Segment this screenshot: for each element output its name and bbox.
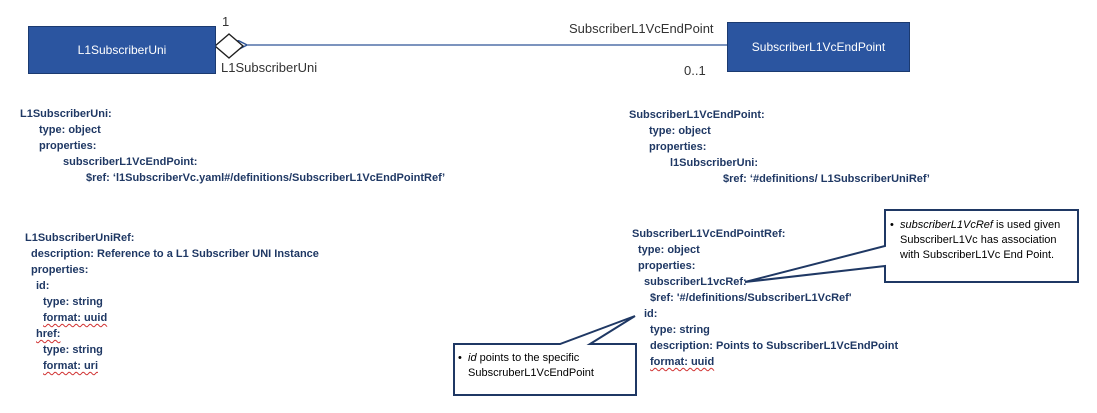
role-label-bottom: L1SubscriberUni [221,60,318,75]
code-line: type: string [43,344,103,356]
bullet-icon: • [890,219,894,231]
class-box-l1subscriberuni: L1SubscriberUni [28,26,216,74]
code-line: $ref: ‘#definitions/ L1SubscriberUniRef’ [723,173,930,185]
code-line: type: string [650,324,710,336]
endpointref-definition-block: SubscriberL1VcEndPointRef: type: object … [632,226,898,370]
multiplicity-right: 0..1 [684,63,706,78]
multiplicity-left: 1 [222,14,230,29]
code-line: properties: [638,260,696,272]
callout-id-note: • id points to the specific SubscruberL1… [458,351,632,381]
callout-text: SubscriberL1Vc has association [900,234,1057,246]
code-line: type: object [649,125,711,137]
callout-text: points to the specific [476,352,580,364]
code-line: format: uuid [43,312,108,324]
class-name: L1SubscriberUni [77,43,167,57]
code-line: L1SubscriberUniRef: [25,232,135,244]
callout-text: with SubscriberL1Vc End Point. [900,249,1055,261]
role-label-top: SubscriberL1VcEndPoint [569,21,714,36]
callout-bullet-item: • id points to the specific SubscruberL1… [458,351,632,381]
code-line: L1SubscriberUni: [20,108,112,120]
code-line: l1SubscriberUni: [670,157,759,169]
callout-id-shape [453,315,637,396]
class-box-subscriberl1vcendpoint: SubscriberL1VcEndPoint [727,22,910,72]
code-line: SubscriberL1VcEndPoint: [629,109,765,121]
code-line: SubscriberL1VcEndPointRef: [632,228,786,240]
code-line: id: [36,280,50,292]
code-line: format: uuid [650,356,715,368]
callout-term: id [468,352,477,364]
code-line: type: object [638,244,700,256]
code-line: description: Reference to a L1 Subscribe… [31,248,319,260]
code-line: properties: [31,264,89,276]
code-line: $ref: ‘l1SubscriberVc.yaml#/definitions/… [86,172,446,184]
code-line: $ref: '#/definitions/SubscriberL1VcRef' [650,292,852,304]
aggregation-diamond [213,33,245,59]
code-line: properties: [39,140,97,152]
callout-bullet-item: • subscriberL1VcRef is used given Subscr… [890,218,1074,263]
code-line: id: [644,308,658,320]
callout-text: SubscruberL1VcEndPoint [468,367,594,379]
endpoint-definition-block: SubscriberL1VcEndPoint: type: object pro… [629,107,930,187]
callout-ref-note: • subscriberL1VcRef is used given Subscr… [890,218,1074,263]
code-line: type: object [39,124,101,136]
callout-text: is used given [992,219,1061,231]
code-line: subscriberL1VcEndPoint: [63,156,198,168]
code-line: href: [36,328,61,340]
uni-definition-block: L1SubscriberUni: type: object properties… [20,106,445,186]
code-line: description: Points to SubscriberL1VcEnd… [650,340,899,352]
bullet-icon: • [458,352,462,364]
class-name: SubscriberL1VcEndPoint [751,40,886,54]
code-line: subscriberL1vcRef: [644,276,747,288]
code-line: properties: [649,141,707,153]
code-line: type: string [43,296,103,308]
uniref-definition-block: L1SubscriberUniRef: description: Referen… [25,230,319,374]
code-line: format: uri [43,360,98,372]
callout-ref-shape [744,209,1079,283]
callout-term: subscriberL1VcRef [900,219,993,231]
